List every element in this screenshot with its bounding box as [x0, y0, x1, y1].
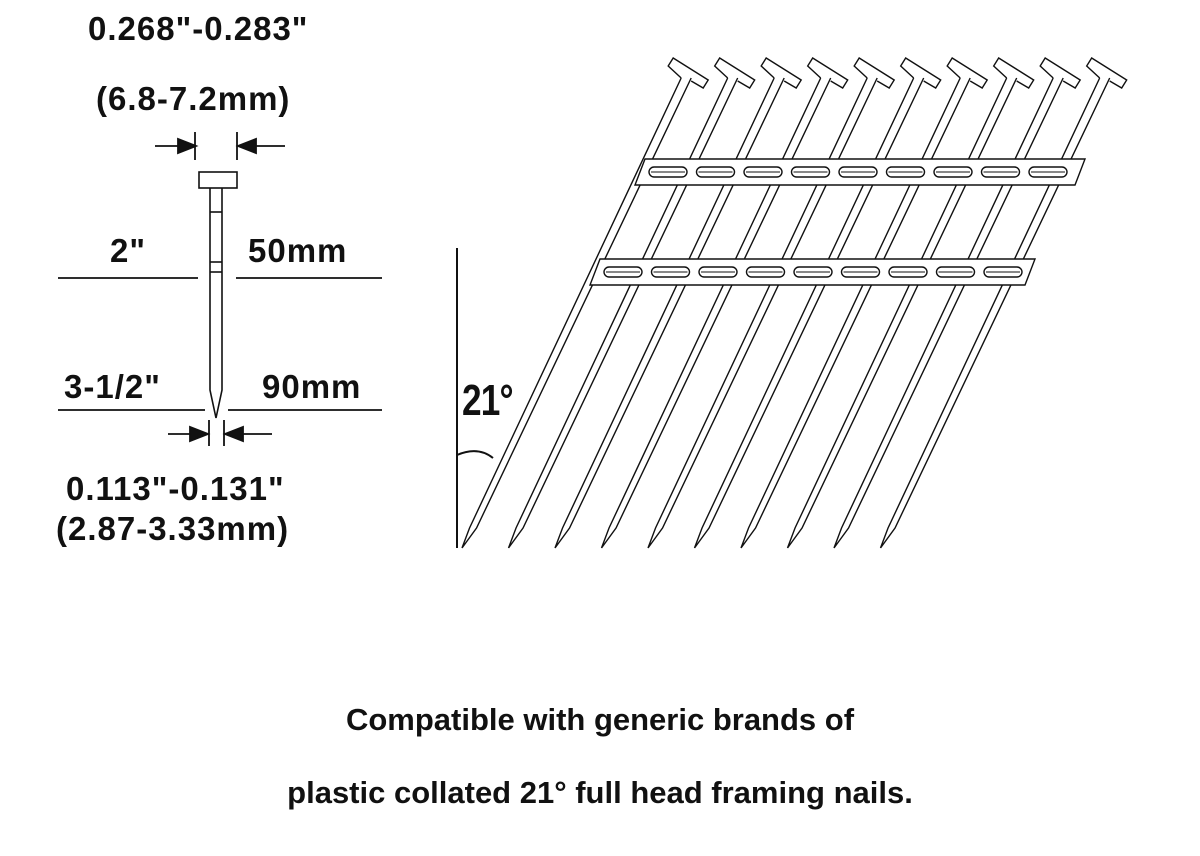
band-slot — [650, 266, 691, 278]
band-slot — [698, 266, 738, 278]
band-slot — [1028, 166, 1068, 178]
nail-shank — [693, 77, 925, 549]
nail-shank — [600, 77, 832, 549]
nail-head — [899, 57, 942, 89]
length-long-mm: 90mm — [262, 368, 362, 405]
nail-head — [992, 57, 1035, 89]
head-diameter-mm: (6.8-7.2mm) — [96, 80, 291, 117]
nail-head — [667, 57, 710, 89]
nail-shank — [740, 77, 971, 549]
band-slot — [935, 266, 976, 278]
nail-shank — [786, 77, 1018, 549]
length-long-inch: 3-1/2" — [64, 368, 161, 405]
angle-indicator — [456, 248, 494, 548]
nail-head — [806, 57, 849, 89]
nail-head — [198, 171, 238, 189]
band-slot — [888, 266, 928, 278]
band-slot — [980, 166, 1021, 178]
single-nail — [198, 171, 238, 419]
caption-line-2: plastic collated 21° full head framing n… — [287, 775, 913, 810]
band-slot — [648, 166, 688, 178]
nail-head — [946, 57, 989, 89]
dimension-lines — [58, 132, 382, 446]
band-slot — [603, 266, 643, 278]
nail-head — [760, 57, 803, 89]
band-slot — [743, 166, 783, 178]
nail-shank — [554, 77, 785, 549]
nail-head — [713, 57, 756, 89]
band-slot — [983, 266, 1023, 278]
band-slot — [840, 266, 881, 278]
nail-shank — [879, 77, 1111, 549]
shank-diameter-inch: 0.113"-0.131" — [66, 470, 285, 507]
nail-shank — [209, 188, 223, 419]
band-slot — [885, 166, 926, 178]
length-short-mm: 50mm — [248, 232, 348, 269]
nail-shank — [833, 77, 1064, 549]
nail-head — [853, 57, 896, 89]
nail-shank — [507, 77, 739, 549]
band-slot — [793, 266, 833, 278]
collated-nail-strip — [461, 57, 1128, 549]
band-slot — [790, 166, 831, 178]
band-slot — [933, 166, 973, 178]
head-diameter-inch: 0.268"-0.283" — [88, 10, 309, 47]
band-slot — [695, 166, 736, 178]
caption-line-1: Compatible with generic brands of — [345, 702, 855, 737]
angle-label: 21° — [462, 376, 514, 425]
nail-shank — [461, 77, 692, 549]
nail-head — [1039, 57, 1082, 89]
band-slot — [745, 266, 786, 278]
length-short-inch: 2" — [110, 232, 146, 269]
band-slot — [838, 166, 878, 178]
shank-diameter-mm: (2.87-3.33mm) — [56, 510, 290, 547]
nail-shank — [647, 77, 878, 549]
nail-head — [1085, 57, 1128, 89]
